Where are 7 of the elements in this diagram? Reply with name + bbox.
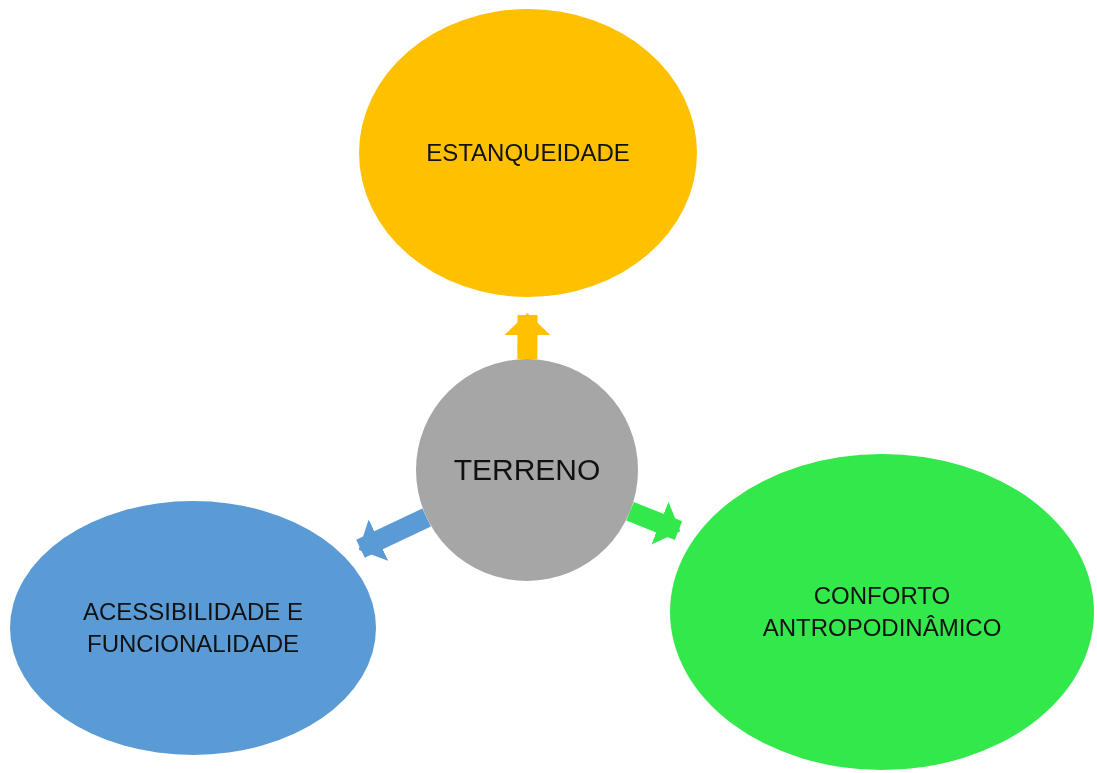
node-label: CONFORTO ANTROPODINÂMICO [761, 580, 1003, 643]
node-label: ACESSIBILIDADE E FUNCIONALIDADE [81, 596, 305, 659]
block-arrow [356, 508, 431, 561]
node-label: TERRENO [453, 451, 601, 488]
node-label: ESTANQUEIDADE [426, 137, 630, 168]
block-arrow [504, 313, 551, 360]
block-arrow [626, 501, 683, 545]
